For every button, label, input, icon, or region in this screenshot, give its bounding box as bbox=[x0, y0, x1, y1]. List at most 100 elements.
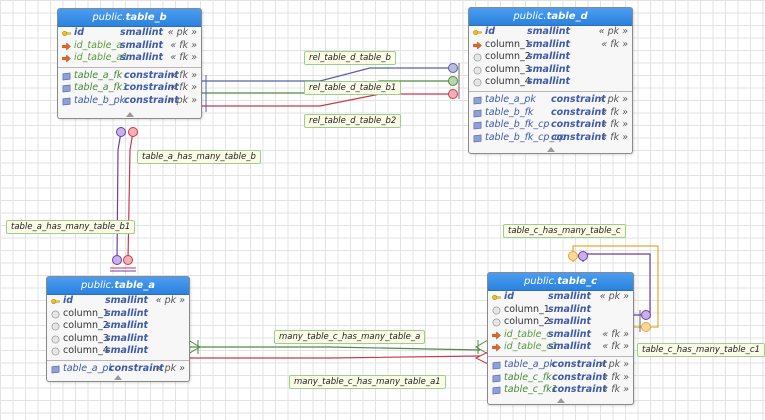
table-header[interactable]: public.table_b bbox=[58, 9, 201, 27]
column-flag: « pk » bbox=[155, 362, 185, 374]
column-flag: « fk » bbox=[170, 82, 197, 94]
rel-label-d-b1[interactable]: rel_table_d_table_b1 bbox=[304, 81, 402, 95]
column-name: table_a_fk bbox=[74, 69, 123, 81]
rel-label-a-many-b1[interactable]: table_a_has_many_table_b1 bbox=[6, 220, 136, 234]
table-name: table_c bbox=[557, 276, 598, 287]
column-type: smallint bbox=[120, 39, 164, 51]
column-name: column_3 bbox=[485, 63, 531, 75]
column-name: id bbox=[63, 295, 74, 306]
table-header[interactable]: public.table_d bbox=[469, 8, 632, 26]
constraint-icon bbox=[473, 96, 482, 105]
column-name: table_b_fk_cp_cp bbox=[485, 131, 566, 143]
rel-line-d-b2[interactable] bbox=[200, 93, 452, 107]
column-flag: « pk » bbox=[598, 26, 628, 37]
column-name: table_b_fk_cp bbox=[485, 119, 550, 131]
column-flag: « pk » bbox=[167, 94, 197, 106]
rel-label-many-c-a1[interactable]: many_table_c_has_many_table_a1 bbox=[289, 375, 446, 389]
rel-line-a-b[interactable] bbox=[127, 131, 134, 261]
column-type: constraint bbox=[124, 69, 179, 81]
expand-triangle-icon[interactable] bbox=[125, 112, 134, 117]
fk-arrow-icon bbox=[62, 54, 71, 63]
rel-end-circle bbox=[128, 127, 138, 137]
rel-label-c-many-c1[interactable]: table_c_has_many_table_c1 bbox=[637, 343, 765, 357]
table-header[interactable]: public.table_c bbox=[488, 273, 633, 291]
column-type: smallint bbox=[548, 303, 592, 315]
column-flag: « fk » bbox=[602, 328, 629, 340]
column-name: id_table_c1 bbox=[504, 341, 558, 353]
column-flag: « fk » bbox=[170, 39, 197, 51]
column-name: column_2 bbox=[63, 320, 109, 332]
column-icon bbox=[473, 78, 482, 87]
rel-end-circle bbox=[568, 251, 578, 261]
rel-label-d-b2[interactable]: rel_table_d_table_b2 bbox=[304, 114, 402, 128]
fk-arrow-icon bbox=[492, 343, 501, 352]
rel-label-c-many-c[interactable]: table_c_has_many_table_c bbox=[503, 224, 626, 238]
column-type: smallint bbox=[105, 307, 149, 319]
column-name: table_a_pk bbox=[504, 358, 555, 370]
rel-line-many-c-a1[interactable] bbox=[188, 355, 481, 359]
rel-end-circle bbox=[578, 251, 588, 261]
key-icon bbox=[62, 29, 71, 38]
column-name: column_2 bbox=[485, 51, 531, 63]
column-type: smallint bbox=[527, 26, 571, 37]
expand-triangle-icon[interactable] bbox=[546, 147, 555, 152]
column-icon bbox=[492, 318, 501, 327]
column-type: smallint bbox=[527, 51, 571, 63]
column-flag: « pk » bbox=[598, 93, 628, 105]
rel-line-d-b[interactable] bbox=[200, 67, 452, 82]
column-icon bbox=[473, 66, 482, 75]
rel-label-many-c-a[interactable]: many_table_c_has_many_table_a bbox=[274, 330, 426, 344]
rel-label-a-many-b[interactable]: table_a_has_many_table_b bbox=[137, 150, 261, 164]
column-flag: « fk » bbox=[602, 371, 629, 383]
constraint-icon bbox=[492, 386, 501, 395]
column-name: table_b_pk bbox=[74, 94, 126, 106]
table-header[interactable]: public.table_a bbox=[47, 277, 189, 295]
column-type: constraint bbox=[552, 358, 607, 370]
rel-line-many-c-a[interactable] bbox=[188, 346, 481, 351]
constraint-icon bbox=[473, 121, 482, 130]
rel-line-a-b1[interactable] bbox=[116, 131, 122, 261]
column-type: smallint bbox=[105, 320, 149, 332]
expand-triangle-icon[interactable] bbox=[114, 375, 122, 380]
table-name: table_b bbox=[125, 12, 167, 23]
section-divider bbox=[488, 355, 633, 357]
rel-label-d-b[interactable]: rel_table_d_table_b bbox=[304, 51, 396, 65]
column-flag: « fk » bbox=[602, 384, 629, 396]
expand-triangle-icon[interactable] bbox=[556, 398, 565, 403]
table-schema: public. bbox=[513, 11, 547, 22]
